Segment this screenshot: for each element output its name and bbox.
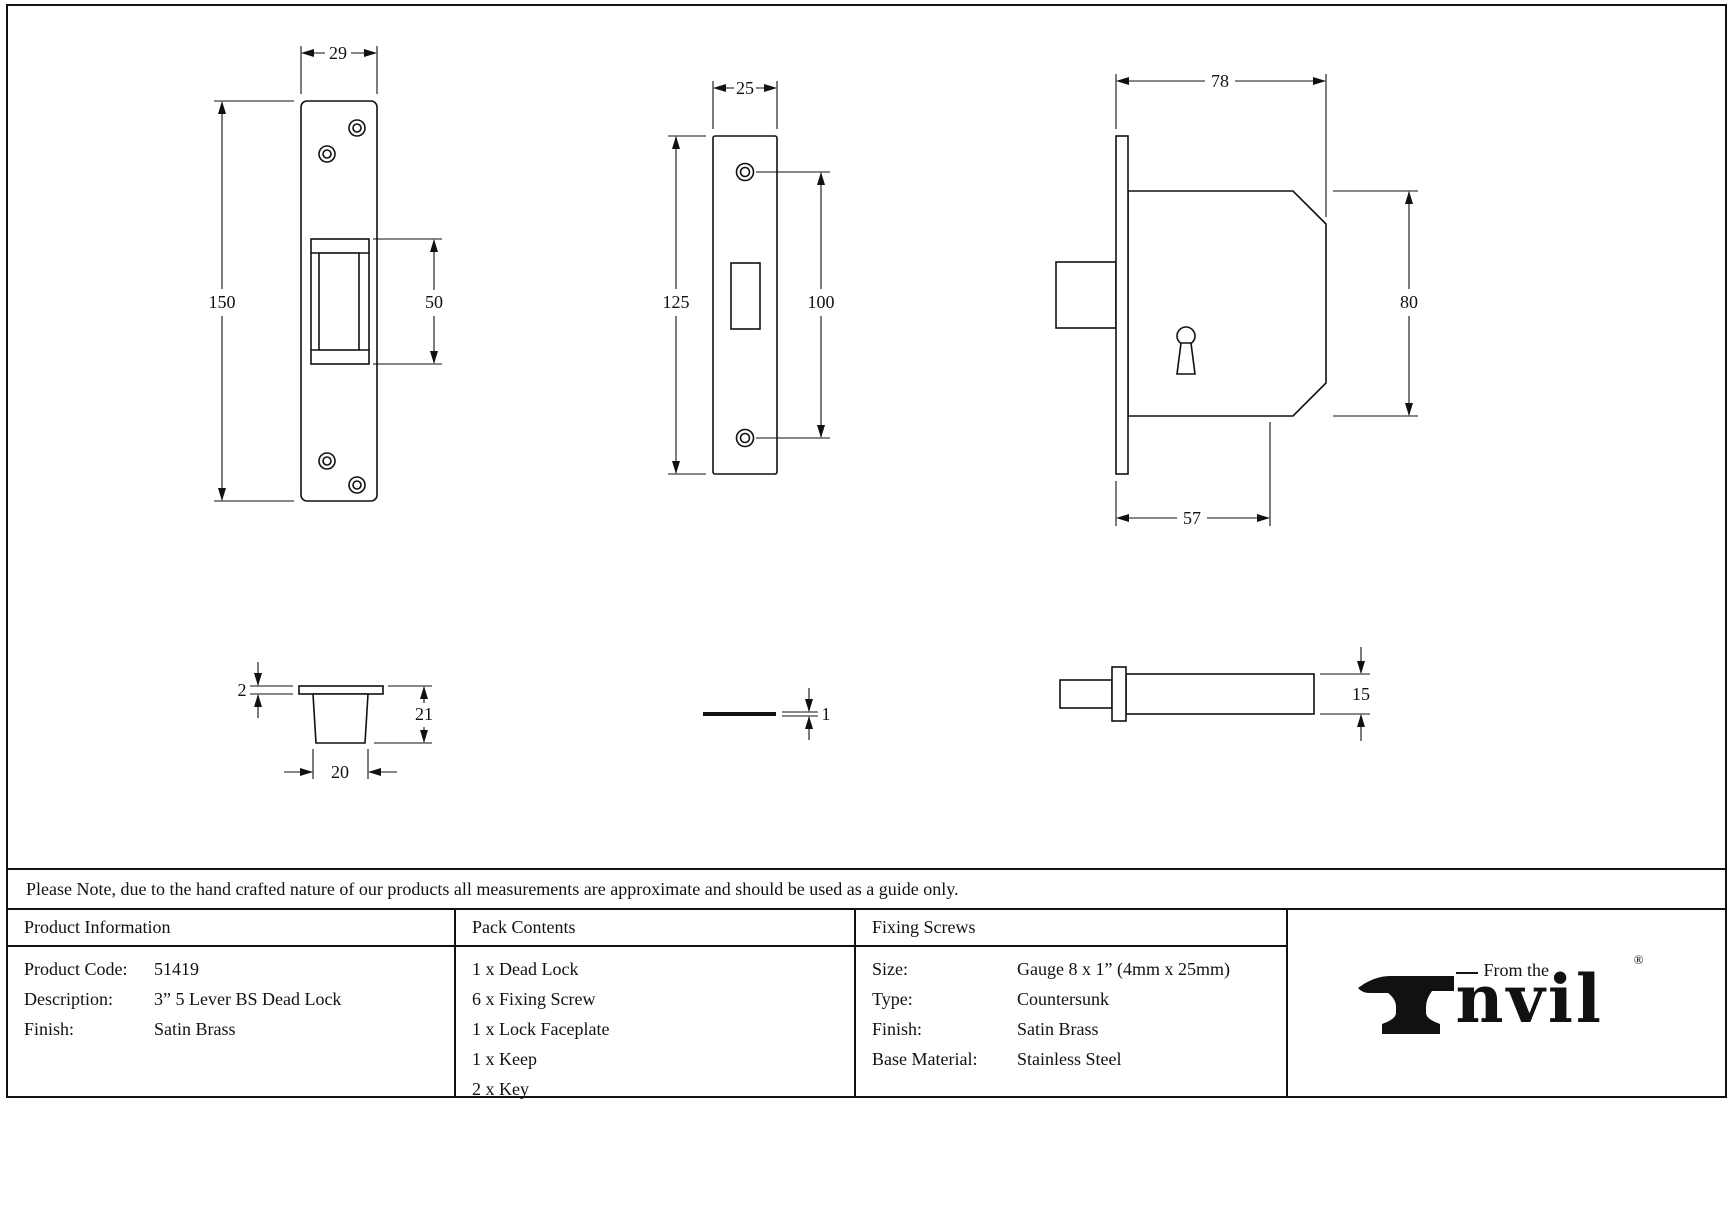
dimension-keep-cutout: 50 — [373, 238, 443, 365]
dimension-label: 125 — [663, 292, 690, 312]
dimension-case-depth: 78 — [1115, 71, 1327, 217]
dimension-keep-box-depth: 21 — [374, 685, 433, 744]
list-item: 1 x Keep — [472, 1049, 537, 1069]
base-material-label: Base Material: — [872, 1049, 978, 1069]
pack-contents-column: Pack Contents 1 x Dead Lock 6 x Fixing S… — [456, 910, 856, 1099]
type-label: Type: — [872, 989, 913, 1009]
product-code-value: 51419 — [154, 959, 199, 979]
brand-cell: From the ® nvil — [1288, 910, 1725, 1096]
screw-finish-value: Satin Brass — [1017, 1019, 1099, 1039]
anvil-icon — [1357, 976, 1454, 1034]
table-row: Type: Countersunk — [872, 989, 1270, 1010]
dimension-label: 57 — [1183, 508, 1201, 528]
dimension-label: 80 — [1400, 292, 1418, 312]
dimension-label: 100 — [808, 292, 835, 312]
fixing-screws-header: Fixing Screws — [856, 910, 1286, 947]
note-text: Please Note, due to the hand crafted nat… — [26, 878, 959, 899]
technical-drawings: 29 150 50 — [209, 43, 1418, 782]
fixing-screws-column: Fixing Screws Size: Gauge 8 x 1” (4mm x … — [856, 910, 1288, 1096]
dimension-label: 50 — [425, 292, 443, 312]
dimension-faceplate-height: 125 — [663, 135, 706, 475]
size-value: Gauge 8 x 1” (4mm x 25mm) — [1017, 959, 1230, 979]
dimension-keep-width: 29 — [300, 43, 378, 94]
dimension-label: 20 — [331, 762, 349, 782]
anvil-logo: From the ® nvil — [1352, 948, 1662, 1058]
table-row: Finish: Satin Brass — [24, 1019, 438, 1040]
product-code-label: Product Code: — [24, 959, 128, 979]
logo-brand-text: nvil — [1455, 960, 1604, 1038]
product-information-header: Product Information — [8, 910, 454, 947]
dimension-label: 2 — [238, 680, 247, 700]
lock-edge-drawing — [1059, 666, 1315, 722]
dimension-keep-height: 150 — [209, 100, 294, 502]
size-label: Size: — [872, 959, 908, 979]
screw-finish-label: Finish: — [872, 1019, 923, 1039]
dimension-case-height: 80 — [1333, 190, 1418, 417]
dimension-backset: 57 — [1115, 422, 1271, 528]
faceplate-front-drawing — [712, 135, 778, 475]
dimension-keep-lip: 2 — [238, 662, 293, 718]
list-item: 1 x Dead Lock — [472, 959, 579, 979]
list-item: 6 x Fixing Screw — [472, 989, 596, 1009]
table-row: Product Code: 51419 — [24, 959, 438, 980]
dimension-label: 29 — [329, 43, 347, 63]
keep-section-drawing — [298, 685, 384, 744]
dimension-label: 78 — [1211, 71, 1229, 91]
faceplate-edge-drawing — [703, 712, 776, 716]
description-value: 3” 5 Lever BS Dead Lock — [154, 989, 342, 1009]
dimension-keep-box-width: 20 — [284, 749, 397, 782]
info-table: Product Information Product Code: 51419 … — [8, 910, 1725, 1099]
sheet-border: 29 150 50 — [6, 4, 1727, 1099]
dimension-label: 15 — [1352, 684, 1370, 704]
registered-trademark: ® — [1633, 952, 1644, 967]
logo-rule — [1455, 972, 1478, 974]
dimension-case-thickness: 15 — [1320, 647, 1370, 741]
dimension-faceplate-thickness: 1 — [782, 688, 831, 740]
note-bar: Please Note, due to the hand crafted nat… — [8, 868, 1725, 910]
base-material-value: Stainless Steel — [1017, 1049, 1122, 1069]
table-row: Base Material: Stainless Steel — [872, 1049, 1270, 1070]
dimension-label: 150 — [209, 292, 236, 312]
lock-body-drawing — [1055, 135, 1327, 475]
table-row: Description: 3” 5 Lever BS Dead Lock — [24, 989, 438, 1010]
list-item: 1 x Lock Faceplate — [472, 1019, 610, 1039]
dimension-label: 21 — [415, 704, 433, 724]
finish-label: Finish: — [24, 1019, 75, 1039]
finish-value: Satin Brass — [154, 1019, 236, 1039]
description-label: Description: — [24, 989, 113, 1009]
product-information-column: Product Information Product Code: 51419 … — [8, 910, 456, 1096]
keep-front-drawing — [300, 100, 378, 502]
table-row: Size: Gauge 8 x 1” (4mm x 25mm) — [872, 959, 1270, 980]
dimension-label: 1 — [822, 704, 831, 724]
type-value: Countersunk — [1017, 989, 1109, 1009]
pack-contents-header: Pack Contents — [456, 910, 854, 947]
list-item: 2 x Key — [472, 1079, 529, 1099]
table-row: Finish: Satin Brass — [872, 1019, 1270, 1040]
dimension-hole-centres: 100 — [756, 171, 835, 439]
dimension-faceplate-width: 25 — [712, 78, 778, 129]
logo-tagline: From the — [1483, 960, 1550, 980]
dimension-label: 25 — [736, 78, 754, 98]
